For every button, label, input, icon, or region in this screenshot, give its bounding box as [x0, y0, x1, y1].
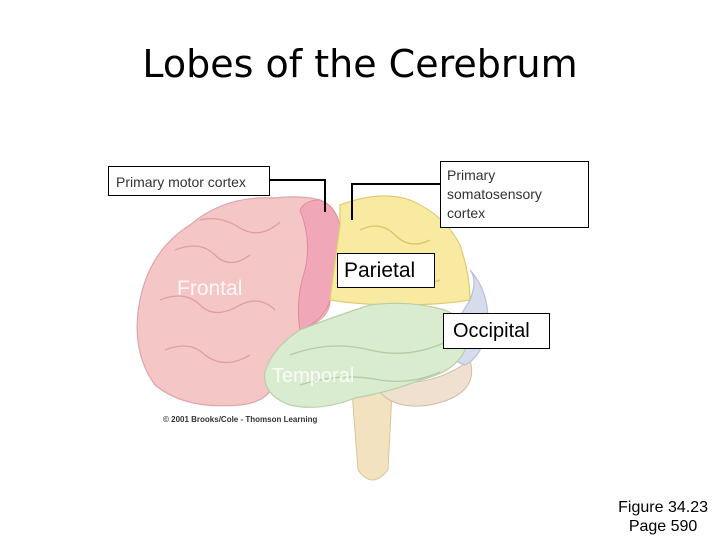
- somatosensory-line-2: somatosensory: [447, 186, 542, 202]
- frontal-lobe-label: Frontal: [177, 277, 243, 300]
- page-number: Page 590: [628, 518, 698, 535]
- copyright-notice: © 2001 Brooks/Cole - Thomson Learning: [163, 415, 318, 424]
- occipital-lobe-label: Occipital: [443, 313, 550, 349]
- primary-somatosensory-cortex-label: Primary somatosensory cortex: [440, 161, 589, 228]
- temporal-gyri: [289, 339, 451, 386]
- parietal-lobe-label: Parietal: [337, 253, 435, 288]
- brainstem: [351, 391, 393, 481]
- primary-motor-cortex-label: Primary motor cortex: [108, 166, 270, 196]
- frontal-gyri: [159, 217, 281, 364]
- figure-caption: Figure 34.23 Page 590: [618, 498, 708, 536]
- somatosensory-line-1: Primary: [447, 167, 496, 183]
- figure-number: Figure 34.23: [618, 499, 708, 516]
- page-title: Lobes of the Cerebrum: [142, 42, 578, 86]
- somatosensory-line-3: cortex: [447, 205, 486, 221]
- temporal-lobe-label: Temporal: [272, 365, 355, 387]
- somatosensory-leader: [351, 183, 440, 220]
- motor-cortex-leader: [270, 179, 326, 212]
- cerebellum: [379, 359, 472, 407]
